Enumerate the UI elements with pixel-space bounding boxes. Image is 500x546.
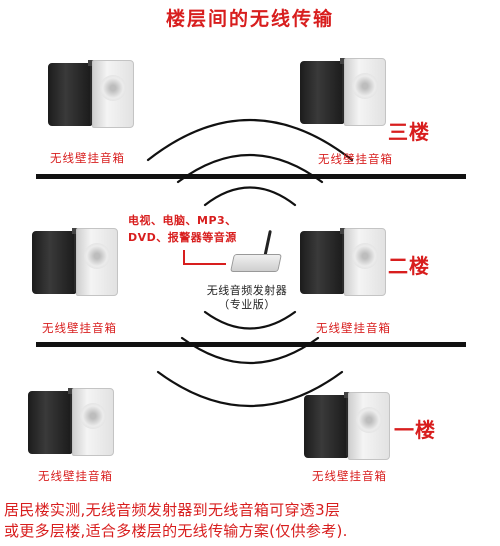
speaker-icon <box>28 388 114 456</box>
speaker-label: 无线壁挂音箱 <box>50 151 125 165</box>
speaker-icon <box>300 228 386 296</box>
wave-arc-top-outer <box>146 118 354 162</box>
speaker-icon <box>32 228 118 296</box>
floor-divider-lower <box>36 342 466 347</box>
wave-arc-top-inner <box>203 186 297 207</box>
wave-arc-top-mid <box>176 154 324 184</box>
audio-source-line-2: DVD、报警器等音源 <box>128 231 237 244</box>
speaker-label: 无线壁挂音箱 <box>316 321 391 335</box>
floor-label-third: 三楼 <box>388 120 430 144</box>
audio-source-text: 电视、电脑、MP3、 DVD、报警器等音源 <box>128 212 237 246</box>
wave-arc-bottom-mid <box>180 336 320 364</box>
speaker-icon <box>300 58 386 126</box>
footer-line-1: 居民楼实测,无线音频发射器到无线音箱可穿透3层 <box>4 501 341 519</box>
footer-line-2: 或更多层楼,适合多楼层的无线传输方案(仅供参考). <box>4 522 348 540</box>
transmitter-icon <box>228 229 284 276</box>
floor-label-second: 二楼 <box>388 254 430 278</box>
speaker-label: 无线壁挂音箱 <box>42 321 117 335</box>
diagram-title: 楼层间的无线传输 <box>165 8 334 30</box>
speaker-label: 无线壁挂音箱 <box>38 469 113 483</box>
speaker-label: 无线壁挂音箱 <box>312 469 387 483</box>
wave-arc-bottom-outer <box>156 370 344 407</box>
floor-divider-upper <box>36 174 466 179</box>
source-cable <box>183 250 226 265</box>
footer-note: 居民楼实测,无线音频发射器到无线音箱可穿透3层 或更多层楼,适合多楼层的无线传输… <box>4 500 500 542</box>
wave-arc-bottom-inner <box>203 310 297 330</box>
speaker-icon <box>304 392 390 460</box>
audio-source-line-1: 电视、电脑、MP3、 <box>128 214 237 227</box>
transmitter-label: 无线音频发射器 （专业版） <box>182 284 312 312</box>
transmitter-label-line-1: 无线音频发射器 <box>206 284 288 297</box>
speaker-icon <box>48 60 134 128</box>
floor-label-first: 一楼 <box>394 418 436 442</box>
speaker-label: 无线壁挂音箱 <box>318 152 393 166</box>
transmitter-label-line-2: （专业版） <box>218 298 276 311</box>
